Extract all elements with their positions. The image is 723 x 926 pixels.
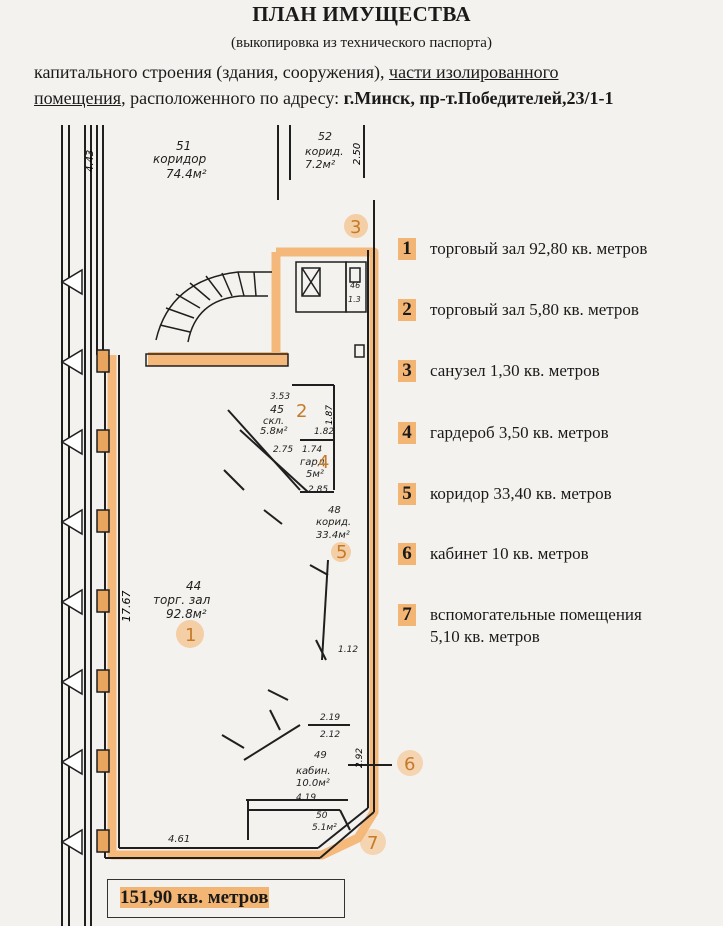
dim-4-19: 4.19	[296, 793, 316, 803]
legend-number: 2	[398, 299, 416, 321]
room-markers: 1 3 2 4 5 6 7	[176, 214, 423, 855]
page-subtitle: (выкопировка из технического паспорта)	[231, 35, 492, 51]
marker-1: 1	[185, 625, 196, 646]
room-45-name: скл.	[263, 416, 284, 427]
dim-1-12: 1.12	[338, 645, 358, 655]
legend-item-6: 6 кабинет 10 кв. метров	[398, 543, 589, 565]
window-blocks	[60, 268, 110, 856]
description-text: , расположенного по адресу:	[121, 88, 344, 108]
inner-partitions	[221, 384, 392, 840]
room-52-name: корид.	[305, 145, 344, 158]
room-44-area: 92.8м²	[166, 607, 207, 621]
room-51-name: коридор	[153, 152, 207, 166]
plan-labels: 51 коридор 74.4м² 52 корид. 7.2м² 46 1.3…	[153, 130, 361, 845]
legend-number: 4	[398, 422, 416, 444]
room-51-area: 74.4м²	[166, 167, 207, 181]
room-51-number: 51	[176, 139, 191, 153]
legend-text: торговый зал 5,80 кв. метров	[430, 300, 639, 319]
room-47-area: 5м²	[306, 469, 324, 480]
legend-text-line2: 5,10 кв. метров	[430, 627, 540, 646]
room-45-area: 5.8м²	[260, 426, 287, 437]
legend-item-3: 3 санузел 1,30 кв. метров	[398, 360, 600, 382]
legend-text: коридор 33,40 кв. метров	[430, 484, 612, 503]
room-44-name: торг. зал	[153, 593, 211, 607]
description-line-1: капитального строения (здания, сооружени…	[34, 62, 559, 83]
legend-item-7: 7 вспомогательные помещения 5,10 кв. метро…	[398, 604, 642, 648]
legend-item-1: 1 торговый зал 92,80 кв. метров	[398, 238, 647, 260]
dim-2-85: 2.85	[308, 485, 328, 495]
room-50-number: 50	[316, 811, 328, 821]
room-50-area: 5.1м²	[312, 823, 337, 833]
dim-4-61: 4.61	[168, 834, 190, 845]
room-47-name: гард.	[300, 457, 328, 468]
room-49-area: 10.0м²	[296, 778, 330, 789]
wc-room	[295, 261, 367, 358]
marker-4: 4	[318, 452, 329, 473]
legend-text: кабинет 10 кв. метров	[430, 544, 589, 563]
dim-2-92: 2.92	[355, 748, 365, 768]
dim-1-82: 1.82	[314, 427, 334, 437]
description-line-2: помещения, расположенного по адресу: г.М…	[34, 88, 614, 109]
dim-1-87: 1.87	[325, 405, 335, 425]
legend-number: 3	[398, 360, 416, 382]
room-52-number: 52	[318, 130, 332, 143]
legend-number: 1	[398, 238, 416, 260]
total-area: 151,90 кв. метров	[120, 887, 269, 908]
total-area-box: 151,90 кв. метров	[107, 879, 345, 918]
legend-item-2: 2 торговый зал 5,80 кв. метров	[398, 299, 639, 321]
legend-item-5: 5 коридор 33,40 кв. метров	[398, 483, 612, 505]
dim-2-19: 2.19	[320, 713, 340, 723]
description-underlined: части изолированного	[389, 62, 559, 82]
dim-1-74: 1.74	[302, 445, 322, 455]
room-48-name: корид.	[316, 517, 351, 528]
dim-17-67: 17.67	[120, 591, 133, 623]
room-45-number: 45	[270, 403, 284, 416]
room-44-number: 44	[186, 579, 201, 593]
legend-text: санузел 1,30 кв. метров	[430, 361, 600, 380]
dim-4-43: 4.43	[85, 150, 96, 172]
page-title: ПЛАН ИМУЩЕСТВА	[252, 2, 471, 26]
dim-3-53: 3.53	[270, 392, 290, 402]
description-text: капитального строения (здания, сооружени…	[34, 62, 390, 82]
dim-2-50: 2.50	[352, 143, 363, 165]
legend-text: гардероб 3,50 кв. метров	[430, 423, 609, 442]
legend-text: торговый зал 92,80 кв. метров	[430, 239, 648, 258]
room-48-area: 33.4м²	[316, 530, 350, 541]
room-48-number: 48	[328, 505, 341, 516]
marker-2: 2	[296, 401, 307, 422]
address: г.Минск, пр-т.Победителей,23/1-1	[343, 88, 614, 108]
marker-7: 7	[367, 833, 378, 854]
legend-number: 5	[398, 483, 416, 505]
legend-item-4: 4 гардероб 3,50 кв. метров	[398, 422, 609, 444]
marker-6: 6	[404, 754, 415, 775]
description-underlined: помещения	[34, 88, 122, 108]
room-52-area: 7.2м²	[305, 158, 336, 171]
marker-3: 3	[350, 217, 361, 238]
staircase	[145, 271, 289, 367]
room-49-number: 49	[314, 750, 327, 761]
dim-2-75: 2.75	[273, 445, 293, 455]
legend-number: 6	[398, 543, 416, 565]
room-46-number: 46	[350, 281, 360, 290]
legend-text-line1: вспомогательные помещения	[430, 605, 642, 624]
dim-2-12: 2.12	[320, 730, 340, 740]
room-49-name: кабин.	[296, 765, 331, 777]
marker-5: 5	[336, 542, 347, 563]
room-46-area: 1.3	[348, 295, 361, 304]
legend-number: 7	[398, 604, 416, 626]
legend-text: вспомогательные помещения 5,10 кв. метров	[430, 604, 642, 648]
